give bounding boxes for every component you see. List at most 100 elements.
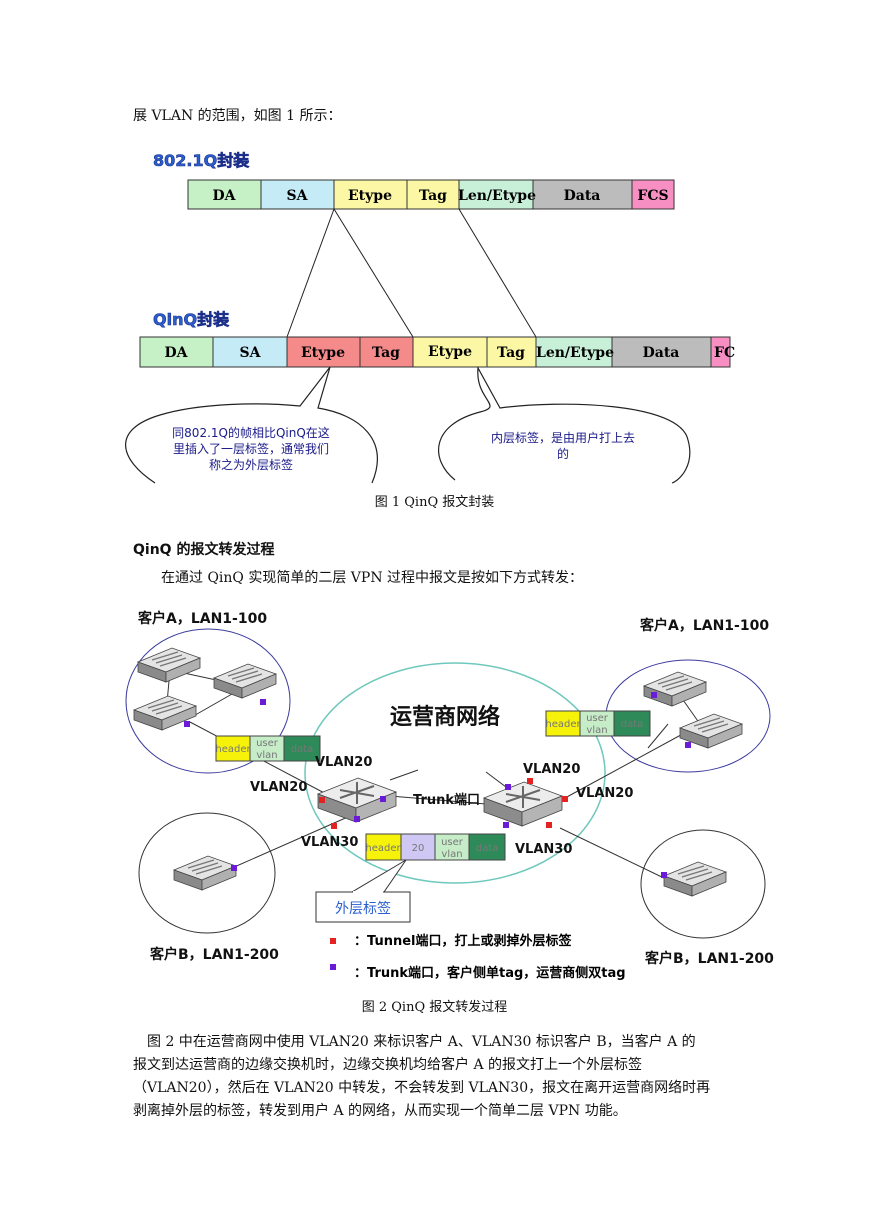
field-fcs bbox=[631, 179, 675, 210]
field-len-etype bbox=[458, 179, 534, 210]
field-text: Etype bbox=[301, 345, 345, 361]
packet-right: header user vlan data bbox=[545, 710, 651, 737]
customer-a-right-label: 客户A，LAN1-100 bbox=[639, 617, 769, 634]
vlan-label: VLAN30 bbox=[301, 835, 358, 850]
field-text: Data bbox=[564, 188, 601, 204]
section-heading: QinQ 的报文转发过程 bbox=[133, 542, 275, 558]
core-switch-icon bbox=[483, 781, 563, 827]
paragraph-line: 图 2 中在运营商网中使用 VLAN20 来标识客户 A、VLAN30 标识客户… bbox=[147, 1034, 696, 1050]
field-sa bbox=[212, 336, 288, 368]
row-8021q: DA SA Etype Tag Len/Etype Data FCS bbox=[187, 179, 675, 210]
row-qinq: DA SA Etype Tag Etype Tag Len/Etype Data… bbox=[139, 336, 735, 368]
vlan-label: VLAN20 bbox=[315, 755, 372, 770]
packet-header-text: header bbox=[545, 719, 581, 730]
switch-icon bbox=[173, 855, 237, 891]
field-text: FCS bbox=[637, 188, 668, 204]
callout-inner-tag: 内层标签，是由用户打上去 的 bbox=[438, 365, 691, 484]
legend: ：Tunnel端口，打上或剥掉外层标签 ：Trunk端口，客户侧单tag，运营商… bbox=[330, 933, 626, 981]
provider-network-label: 运营商网络 bbox=[390, 704, 500, 730]
field-text: DA bbox=[164, 345, 188, 361]
field-text: Data bbox=[643, 345, 680, 361]
packet-qinq: header 20 user vlan data bbox=[365, 833, 506, 861]
vlan-label: VLAN30 bbox=[515, 842, 572, 857]
field-text: Tag bbox=[372, 345, 400, 361]
callout-line: 内层标签，是由用户打上去 bbox=[491, 430, 635, 445]
legend-trunk-marker bbox=[330, 964, 336, 970]
legend-tunnel-text: ：Tunnel端口，打上或剥掉外层标签 bbox=[354, 933, 572, 949]
vlan-label: VLAN20 bbox=[523, 762, 580, 777]
provider-network-area bbox=[304, 662, 606, 884]
switch-icon bbox=[643, 671, 707, 707]
callout-line: 称之为外层标签 bbox=[209, 457, 293, 472]
figure-qinq-forwarding: header user vlan data header user vlan d… bbox=[125, 610, 774, 981]
field-text: SA bbox=[287, 188, 309, 204]
vlan-label: VLAN20 bbox=[576, 786, 633, 801]
field-etype bbox=[333, 179, 408, 210]
field-text: Tag bbox=[497, 345, 525, 361]
field-inner-tag bbox=[486, 336, 537, 368]
field-da bbox=[187, 179, 262, 210]
packet-data-text: data bbox=[621, 719, 644, 730]
field-da bbox=[139, 336, 214, 368]
packet-user-text: vlan bbox=[586, 725, 607, 736]
outer-tag-label: 外层标签 bbox=[335, 900, 391, 917]
vlan-label: VLAN20 bbox=[250, 780, 307, 795]
packet-tag-text: 20 bbox=[412, 843, 425, 854]
customer-b-right-label: 客户B，LAN1-200 bbox=[644, 950, 774, 967]
packet-header-text: header bbox=[365, 843, 401, 854]
field-text: FC bbox=[714, 345, 735, 361]
customer-b-right-area bbox=[640, 829, 766, 939]
figure2-caption: 图 2 QinQ 报文转发过程 bbox=[361, 1000, 508, 1015]
field-outer-etype bbox=[286, 336, 361, 368]
field-data bbox=[532, 179, 633, 210]
callout-line: 里插入了一层标签，通常我们 bbox=[173, 441, 329, 456]
section-intro: 在通过 QinQ 实现简单的二层 VPN 过程中报文是按如下方式转发： bbox=[161, 570, 584, 586]
field-text: Etype bbox=[428, 344, 472, 360]
callout-line: 的 bbox=[557, 446, 569, 461]
field-text: Tag bbox=[419, 188, 447, 204]
callout-line: 同802.1Q的帧相比QinQ在这 bbox=[172, 425, 330, 440]
figure-qinq-encapsulation: 802.1Q封装 QinQ封装 DA SA Etype Tag Len/Etyp… bbox=[125, 151, 735, 484]
outer-tag-callout: 外层标签 bbox=[315, 859, 411, 923]
packet-user-text: user bbox=[441, 837, 464, 848]
customer-a-left-area bbox=[125, 628, 291, 774]
packet-header-text: header bbox=[215, 744, 251, 755]
field-text: SA bbox=[240, 345, 262, 361]
label-8021q: 802.1Q封装 bbox=[153, 151, 249, 170]
customer-b-left-area bbox=[138, 812, 276, 934]
packet-left: header user vlan data bbox=[215, 735, 321, 762]
paragraph-line: （VLAN20），然后在 VLAN20 中转发，不会转发到 VLAN30，报文在… bbox=[133, 1080, 711, 1096]
field-len-etype bbox=[535, 336, 613, 368]
connector-lines bbox=[286, 208, 537, 338]
field-inner-etype bbox=[412, 336, 488, 368]
field-text: DA bbox=[212, 188, 236, 204]
switch-icon bbox=[663, 861, 727, 897]
packet-user-text: user bbox=[256, 738, 279, 749]
intro-line: 展 VLAN 的范围，如图 1 所示： bbox=[133, 108, 342, 124]
trunk-port-label: Trunk端口 bbox=[413, 792, 480, 808]
field-text: Len/Etype bbox=[536, 345, 614, 361]
field-text: Etype bbox=[348, 188, 392, 204]
packet-data-text: data bbox=[476, 843, 499, 854]
packet-user-text: user bbox=[586, 713, 609, 724]
label-qinq: QinQ封装 bbox=[153, 310, 229, 329]
packet-user-text: vlan bbox=[256, 750, 277, 761]
customer-b-left-label: 客户B，LAN1-200 bbox=[149, 946, 279, 963]
paragraph-line: 报文到达运营商的边缘交换机时，边缘交换机均给客户 A 的报文打上一个外层标签 bbox=[133, 1057, 643, 1073]
paragraph-line: 剥离掉外层的标签，转发到用户 A 的网络，从而实现一个简单二层 VPN 功能。 bbox=[133, 1103, 627, 1119]
field-sa bbox=[260, 179, 335, 210]
field-text: Len/Etype bbox=[458, 188, 536, 204]
callout-outer-tag: 同802.1Q的帧相比QinQ在这 里插入了一层标签，通常我们 称之为外层标签 bbox=[125, 366, 378, 484]
packet-data-text: data bbox=[291, 744, 314, 755]
legend-trunk-text: ：Trunk端口，客户侧单tag，运营商侧双tag bbox=[354, 965, 626, 981]
trunk-port-markers bbox=[184, 692, 691, 878]
field-fcs bbox=[710, 336, 731, 368]
tunnel-port-markers bbox=[319, 778, 568, 829]
customer-a-left-label: 客户A，LAN1-100 bbox=[137, 610, 267, 627]
packet-user-text: vlan bbox=[441, 849, 462, 860]
switch-icon bbox=[213, 663, 277, 699]
closing-paragraph: 图 2 中在运营商网中使用 VLAN20 来标识客户 A、VLAN30 标识客户… bbox=[133, 1031, 739, 1123]
figure1-caption: 图 1 QinQ 报文封装 bbox=[374, 495, 495, 510]
legend-tunnel-marker bbox=[330, 938, 336, 944]
